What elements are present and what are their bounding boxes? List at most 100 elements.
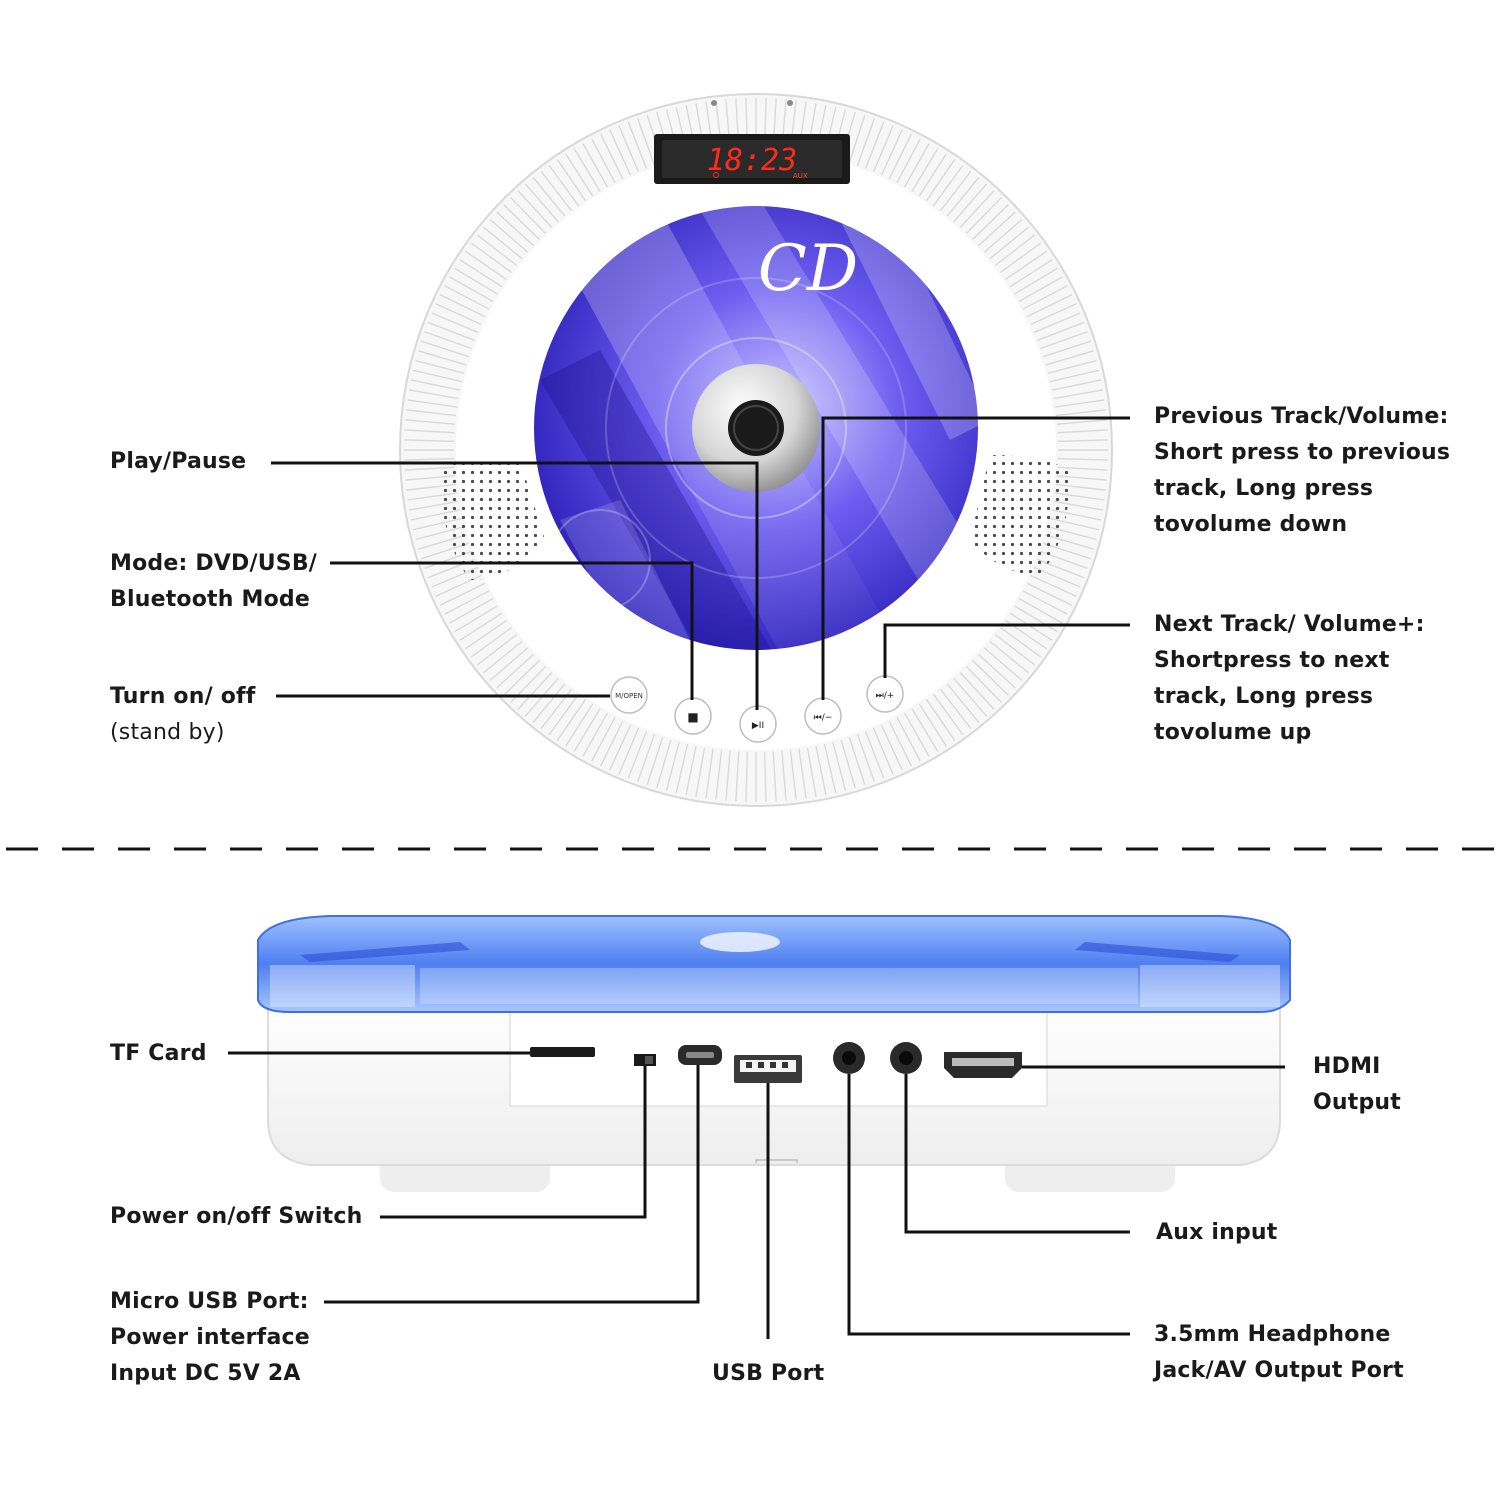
rib-line	[880, 129, 903, 176]
rib-line	[999, 242, 1042, 274]
rib-line	[695, 747, 706, 797]
rib-line	[1057, 429, 1108, 434]
rib-line	[449, 276, 494, 303]
label-previous-track: Previous Track/Volume:Short press to pre…	[1154, 404, 1451, 537]
rib-line	[459, 612, 503, 641]
rib-line	[1049, 369, 1100, 383]
rib-line	[781, 750, 787, 801]
label-power-switch: Power on/off Switch	[110, 1204, 363, 1229]
rib-line	[483, 640, 523, 674]
rib-line	[600, 133, 624, 180]
rib-line	[939, 688, 972, 730]
rib-line	[489, 647, 529, 682]
rib-line	[483, 226, 523, 260]
callout-power-switch	[380, 1066, 647, 1219]
rib-line	[939, 170, 972, 212]
rib-line	[1022, 285, 1068, 310]
callout-play-pause	[271, 461, 759, 710]
rib-line	[404, 457, 455, 461]
speaker-left	[440, 458, 545, 580]
rib-line	[454, 605, 498, 633]
rib-line	[1033, 312, 1081, 334]
led-display: 18:23 AUX	[654, 134, 850, 184]
rib-line	[848, 737, 866, 785]
stop-button[interactable]: ■	[674, 697, 712, 735]
rib-line	[410, 379, 461, 391]
rib-line	[627, 731, 648, 779]
rib-line	[409, 389, 459, 400]
rib-line	[972, 659, 1009, 696]
callout-micro-usb	[324, 1065, 700, 1304]
rib-line	[435, 303, 482, 326]
rib-line	[896, 138, 921, 184]
rib-line	[965, 666, 1002, 703]
next-track-icon: ⏭/+	[876, 691, 895, 701]
rib-line	[1009, 612, 1053, 641]
aux-input-jack[interactable]	[890, 1042, 922, 1074]
rib-line	[1014, 605, 1058, 633]
power-indicator-icon	[713, 172, 719, 178]
rib-line	[965, 197, 1002, 234]
rib-line	[888, 133, 912, 180]
callout-mode	[330, 561, 694, 700]
rib-line	[840, 739, 856, 788]
rib-line	[431, 312, 479, 334]
rib-line	[465, 250, 508, 281]
rib-line	[983, 218, 1023, 253]
rib-line	[918, 153, 947, 197]
rib-line	[415, 359, 465, 374]
rib-line	[439, 294, 486, 318]
hdmi-port[interactable]	[944, 1052, 1022, 1078]
rib-line	[496, 653, 534, 689]
callout-lines-bottom	[228, 1051, 1285, 1339]
rib-line	[911, 148, 939, 192]
rib-line	[789, 749, 797, 800]
callout-headphone	[847, 1074, 1130, 1336]
speaker-right	[970, 455, 1070, 575]
rib-line	[1054, 399, 1105, 408]
rib-line	[489, 218, 529, 253]
rib-line	[932, 164, 964, 207]
rib-line	[637, 734, 656, 782]
rib-line	[872, 727, 894, 775]
rib-line	[476, 633, 518, 666]
play-pause-button[interactable]: ▶II	[739, 705, 777, 743]
rib-line	[972, 204, 1009, 241]
usb-port[interactable]	[734, 1055, 802, 1083]
micro-usb-port[interactable]	[678, 1045, 722, 1065]
rib-line	[665, 741, 680, 791]
rib-line	[725, 750, 731, 801]
rib-line	[449, 597, 494, 624]
rib-line	[470, 242, 513, 274]
rib-line	[1030, 574, 1077, 597]
tf-card-slot[interactable]	[530, 1047, 595, 1057]
rib-line	[646, 737, 664, 785]
rib-line	[932, 693, 964, 736]
rib-line	[715, 749, 723, 800]
next-volume-button[interactable]: ⏭/+	[866, 675, 904, 713]
rib-line	[439, 582, 486, 606]
rib-line	[864, 731, 885, 779]
mode-open-button[interactable]: M/OPEN	[610, 676, 648, 714]
spindle	[728, 400, 784, 456]
rib-line	[705, 748, 714, 799]
rib-line	[856, 118, 875, 166]
rib-line	[517, 672, 553, 710]
power-switch[interactable]	[634, 1054, 656, 1066]
rib-line	[959, 190, 995, 228]
rib-line	[1053, 389, 1103, 400]
rib-line	[444, 590, 490, 615]
rib-line	[1045, 350, 1094, 366]
headphone-jack[interactable]	[833, 1042, 865, 1074]
label-mode: Mode: DVD/USB/Bluetooth Mode	[110, 551, 318, 612]
rib-line	[454, 267, 498, 295]
rib-line	[925, 159, 956, 202]
rib-line	[503, 659, 540, 696]
rib-line	[989, 640, 1029, 674]
rib-line	[609, 129, 632, 176]
callout-aux	[904, 1074, 1130, 1234]
rib-line	[405, 419, 456, 425]
previous-volume-button[interactable]: ⏮/−	[804, 697, 842, 735]
rib-line	[1030, 303, 1077, 326]
